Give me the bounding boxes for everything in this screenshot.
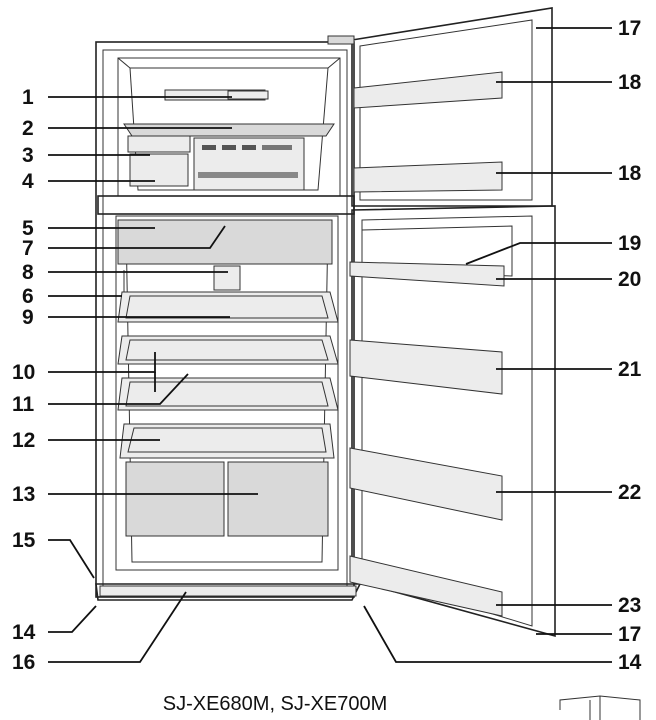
callout-4: 4 [22,170,34,193]
callout-2: 2 [22,117,34,140]
callout-13: 13 [12,483,35,506]
callout-9: 9 [22,306,34,329]
callout-23: 23 [618,594,641,617]
callout-3: 3 [22,144,34,167]
callout-19: 19 [618,232,641,255]
callout-12: 12 [12,429,35,452]
callout-17-top: 17 [618,17,641,40]
leader-lines [48,27,612,663]
callout-7: 7 [22,237,34,260]
callout-21: 21 [618,358,642,381]
freezer-contents [123,89,335,191]
callout-22: 22 [618,481,641,504]
callout-6: 6 [22,285,34,308]
refrigerator-door [349,205,556,638]
callout-14-right: 14 [618,651,642,674]
callout-11: 11 [12,393,35,416]
callout-labels: 1 2 3 4 5 7 8 6 9 10 11 12 13 15 14 16 1… [12,17,642,674]
callout-1: 1 [22,86,34,109]
callout-17-bottom: 17 [618,623,641,646]
freezer-door [327,7,553,207]
fridge-contents [117,219,339,537]
model-caption: SJ-XE680M, SJ-XE700M [163,693,388,715]
callout-20: 20 [618,268,641,291]
freezer-vent-pattern [198,145,298,178]
callout-18-bottom: 18 [618,162,642,185]
callout-18-top: 18 [618,71,642,94]
callout-5: 5 [22,217,34,240]
callout-8: 8 [22,261,34,284]
callout-10: 10 [12,361,35,384]
callout-15: 15 [12,529,36,552]
callout-16: 16 [12,651,35,674]
refrigerator-thumbnail-icon [559,695,641,720]
callout-14-left: 14 [12,621,36,644]
